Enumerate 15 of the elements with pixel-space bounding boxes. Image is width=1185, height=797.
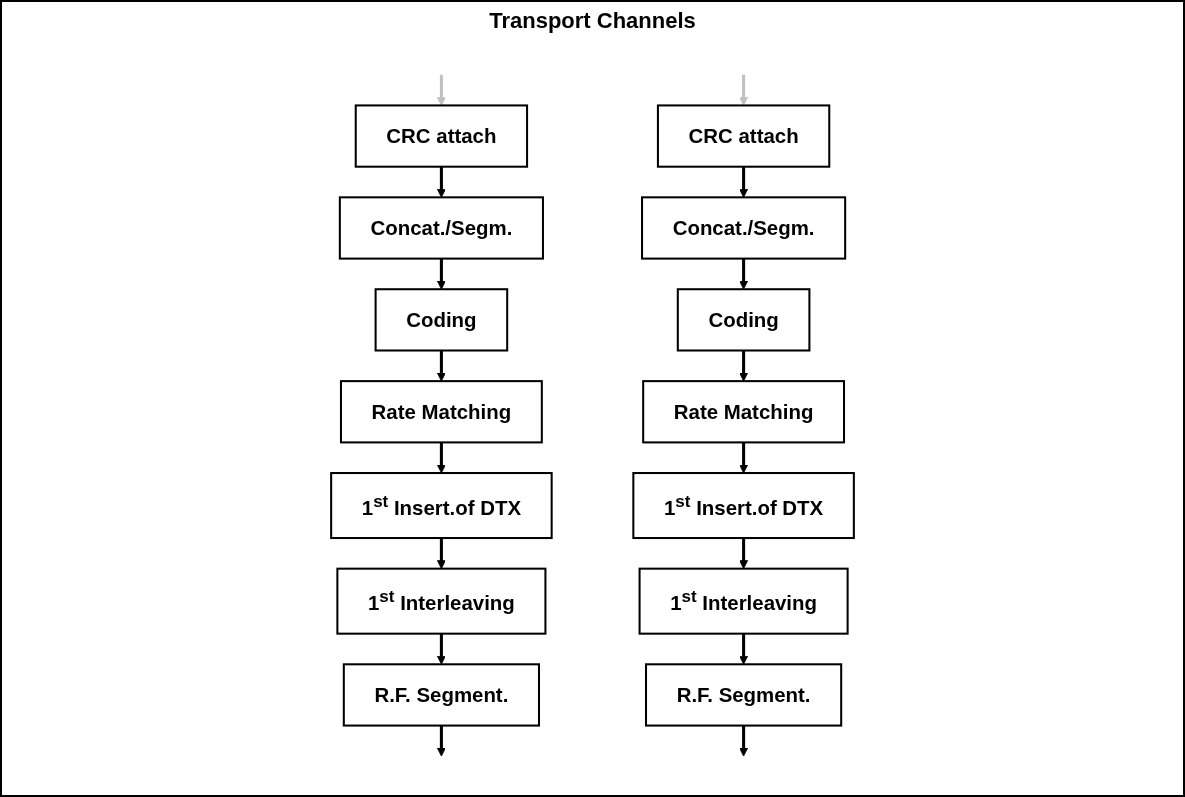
node-box: Concat./Segm. (338, 196, 544, 260)
node-box: Rate Matching (339, 380, 543, 444)
node-box: CRC attach (354, 104, 529, 168)
node-box: 1$^{st}$ Interleaving (638, 567, 849, 635)
node-box: Concat./Segm. (641, 196, 847, 260)
node-box: CRC attach (656, 104, 831, 168)
node-box: Rate Matching (642, 380, 846, 444)
heading-label: Transport Channels (489, 8, 696, 33)
node-box: 1$^{st}$ Insert.of DTX (330, 472, 553, 540)
node-box: R.F. Segment. (342, 663, 540, 727)
node-box: 1$^{st}$ Interleaving (336, 567, 547, 635)
node-box: R.F. Segment. (645, 663, 843, 727)
node-box: 1$^{st}$ Insert.of DTX (632, 472, 855, 540)
node-box: Coding (374, 288, 509, 352)
node-box: Coding (676, 288, 811, 352)
